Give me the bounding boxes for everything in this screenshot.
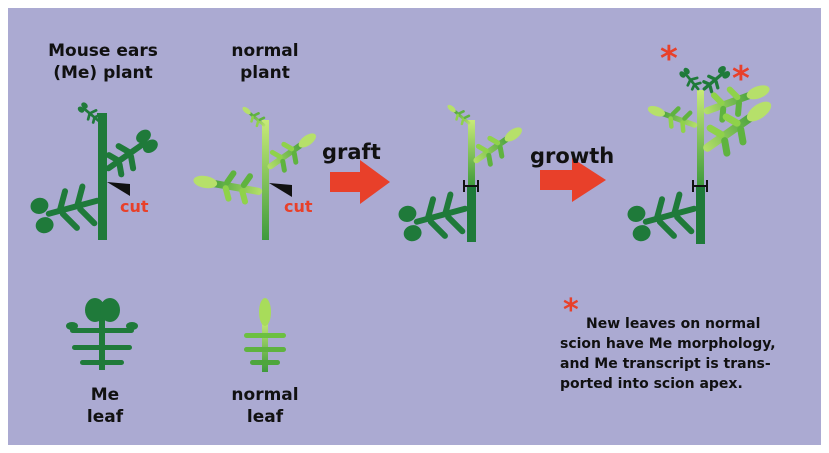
legend-note: New leaves on normal scion have Me morph…	[560, 314, 822, 394]
normal-leaf-label-line2: leaf	[220, 406, 310, 428]
note-line-1: New leaves on normal	[560, 314, 822, 334]
grown-plant	[625, 63, 782, 250]
note-line-2: scion have Me morphology,	[560, 334, 822, 354]
normal-cut-mark	[269, 183, 292, 197]
normal-plant-label-line1: normal	[220, 40, 310, 62]
normal-plant-label-line2: plant	[220, 62, 310, 84]
me-leaf-label-line1: Me	[60, 384, 150, 406]
normal-leaf-illustration	[244, 298, 286, 372]
me-plant-label-line2: (Me) plant	[38, 62, 168, 84]
me-plant	[28, 99, 164, 242]
growth-label: growth	[530, 144, 614, 168]
me-plant-label: Mouse ears (Me) plant	[38, 40, 168, 84]
normal-plant-label: normal plant	[220, 40, 310, 84]
star-marker-b: *	[732, 62, 750, 96]
me-plant-left-leaf	[28, 179, 107, 242]
normal-plant	[191, 102, 324, 240]
normal-leaf-label: normal leaf	[220, 384, 310, 428]
me-cut-mark	[107, 182, 130, 196]
me-leaf-label: Me leaf	[60, 384, 150, 428]
graft-arrow	[330, 160, 390, 204]
note-line-3: and Me transcript is trans-	[560, 354, 822, 374]
star-marker-a: *	[660, 42, 678, 76]
graft-label: graft	[322, 140, 381, 164]
me-leaf-label-line2: leaf	[60, 406, 150, 428]
me-plant-label-line1: Mouse ears	[38, 40, 168, 62]
me-leaf-illustration	[66, 298, 138, 370]
grafted-plant	[396, 100, 530, 250]
me-cut-label: cut	[120, 197, 149, 216]
normal-leaf-label-line1: normal	[220, 384, 310, 406]
normal-cut-label: cut	[284, 197, 313, 216]
note-line-4: ported into scion apex.	[560, 374, 822, 394]
